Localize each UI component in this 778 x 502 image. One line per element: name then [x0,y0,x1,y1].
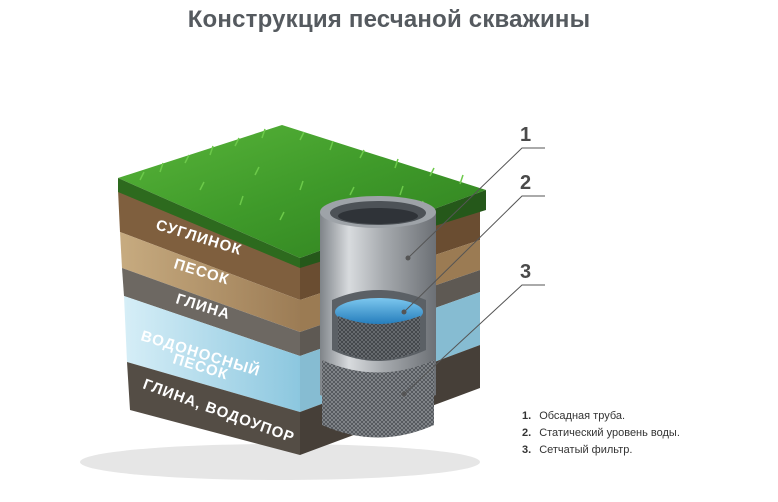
callout-line-3 [403,284,545,395]
callout-line-1 [407,147,545,259]
callout-dot-2 [401,309,407,315]
sand-layer [120,232,300,332]
legend-number: 1. [522,410,532,422]
aquifer-sand-layer [124,296,300,412]
legend-item-1: 1. Обсадная труба. [522,408,680,425]
legend-text: Обсадная труба. [539,410,626,422]
soil-block-front [118,190,300,455]
page-title: Конструкция песчаной скважины [187,6,591,33]
casing-pipe [320,196,436,438]
callout-number-1: 1 [520,124,531,146]
legend-number: 3. [522,444,532,456]
clay-layer [122,268,300,356]
clay-aquitard-layer [127,362,300,455]
legend-number: 2. [522,427,532,439]
legend-item-2: 2. Статический уровень воды. [522,425,680,442]
water-surface [335,298,423,326]
loam-layer [118,190,300,300]
grass-edge-front [118,178,300,268]
legend-text: Сетчатый фильтр. [539,444,633,456]
pipe-inner-shadow [338,208,418,224]
callout-number-3: 3 [520,261,531,283]
ground-shadow [80,444,480,480]
callout-number-2: 2 [520,172,531,194]
grass-surface [118,125,486,258]
legend-item-3: 3. Сетчатый фильтр. [522,442,680,459]
legend: 1. Обсадная труба. 2. Статический уровень … [522,408,680,459]
callouts [403,147,545,395]
inner-mesh [338,316,420,360]
legend-text: Статический уровень воды. [539,427,680,439]
callout-dot-1 [405,255,411,261]
mesh-filter [322,360,434,438]
callout-dot-3 [401,391,407,397]
callout-line-2 [403,195,545,313]
